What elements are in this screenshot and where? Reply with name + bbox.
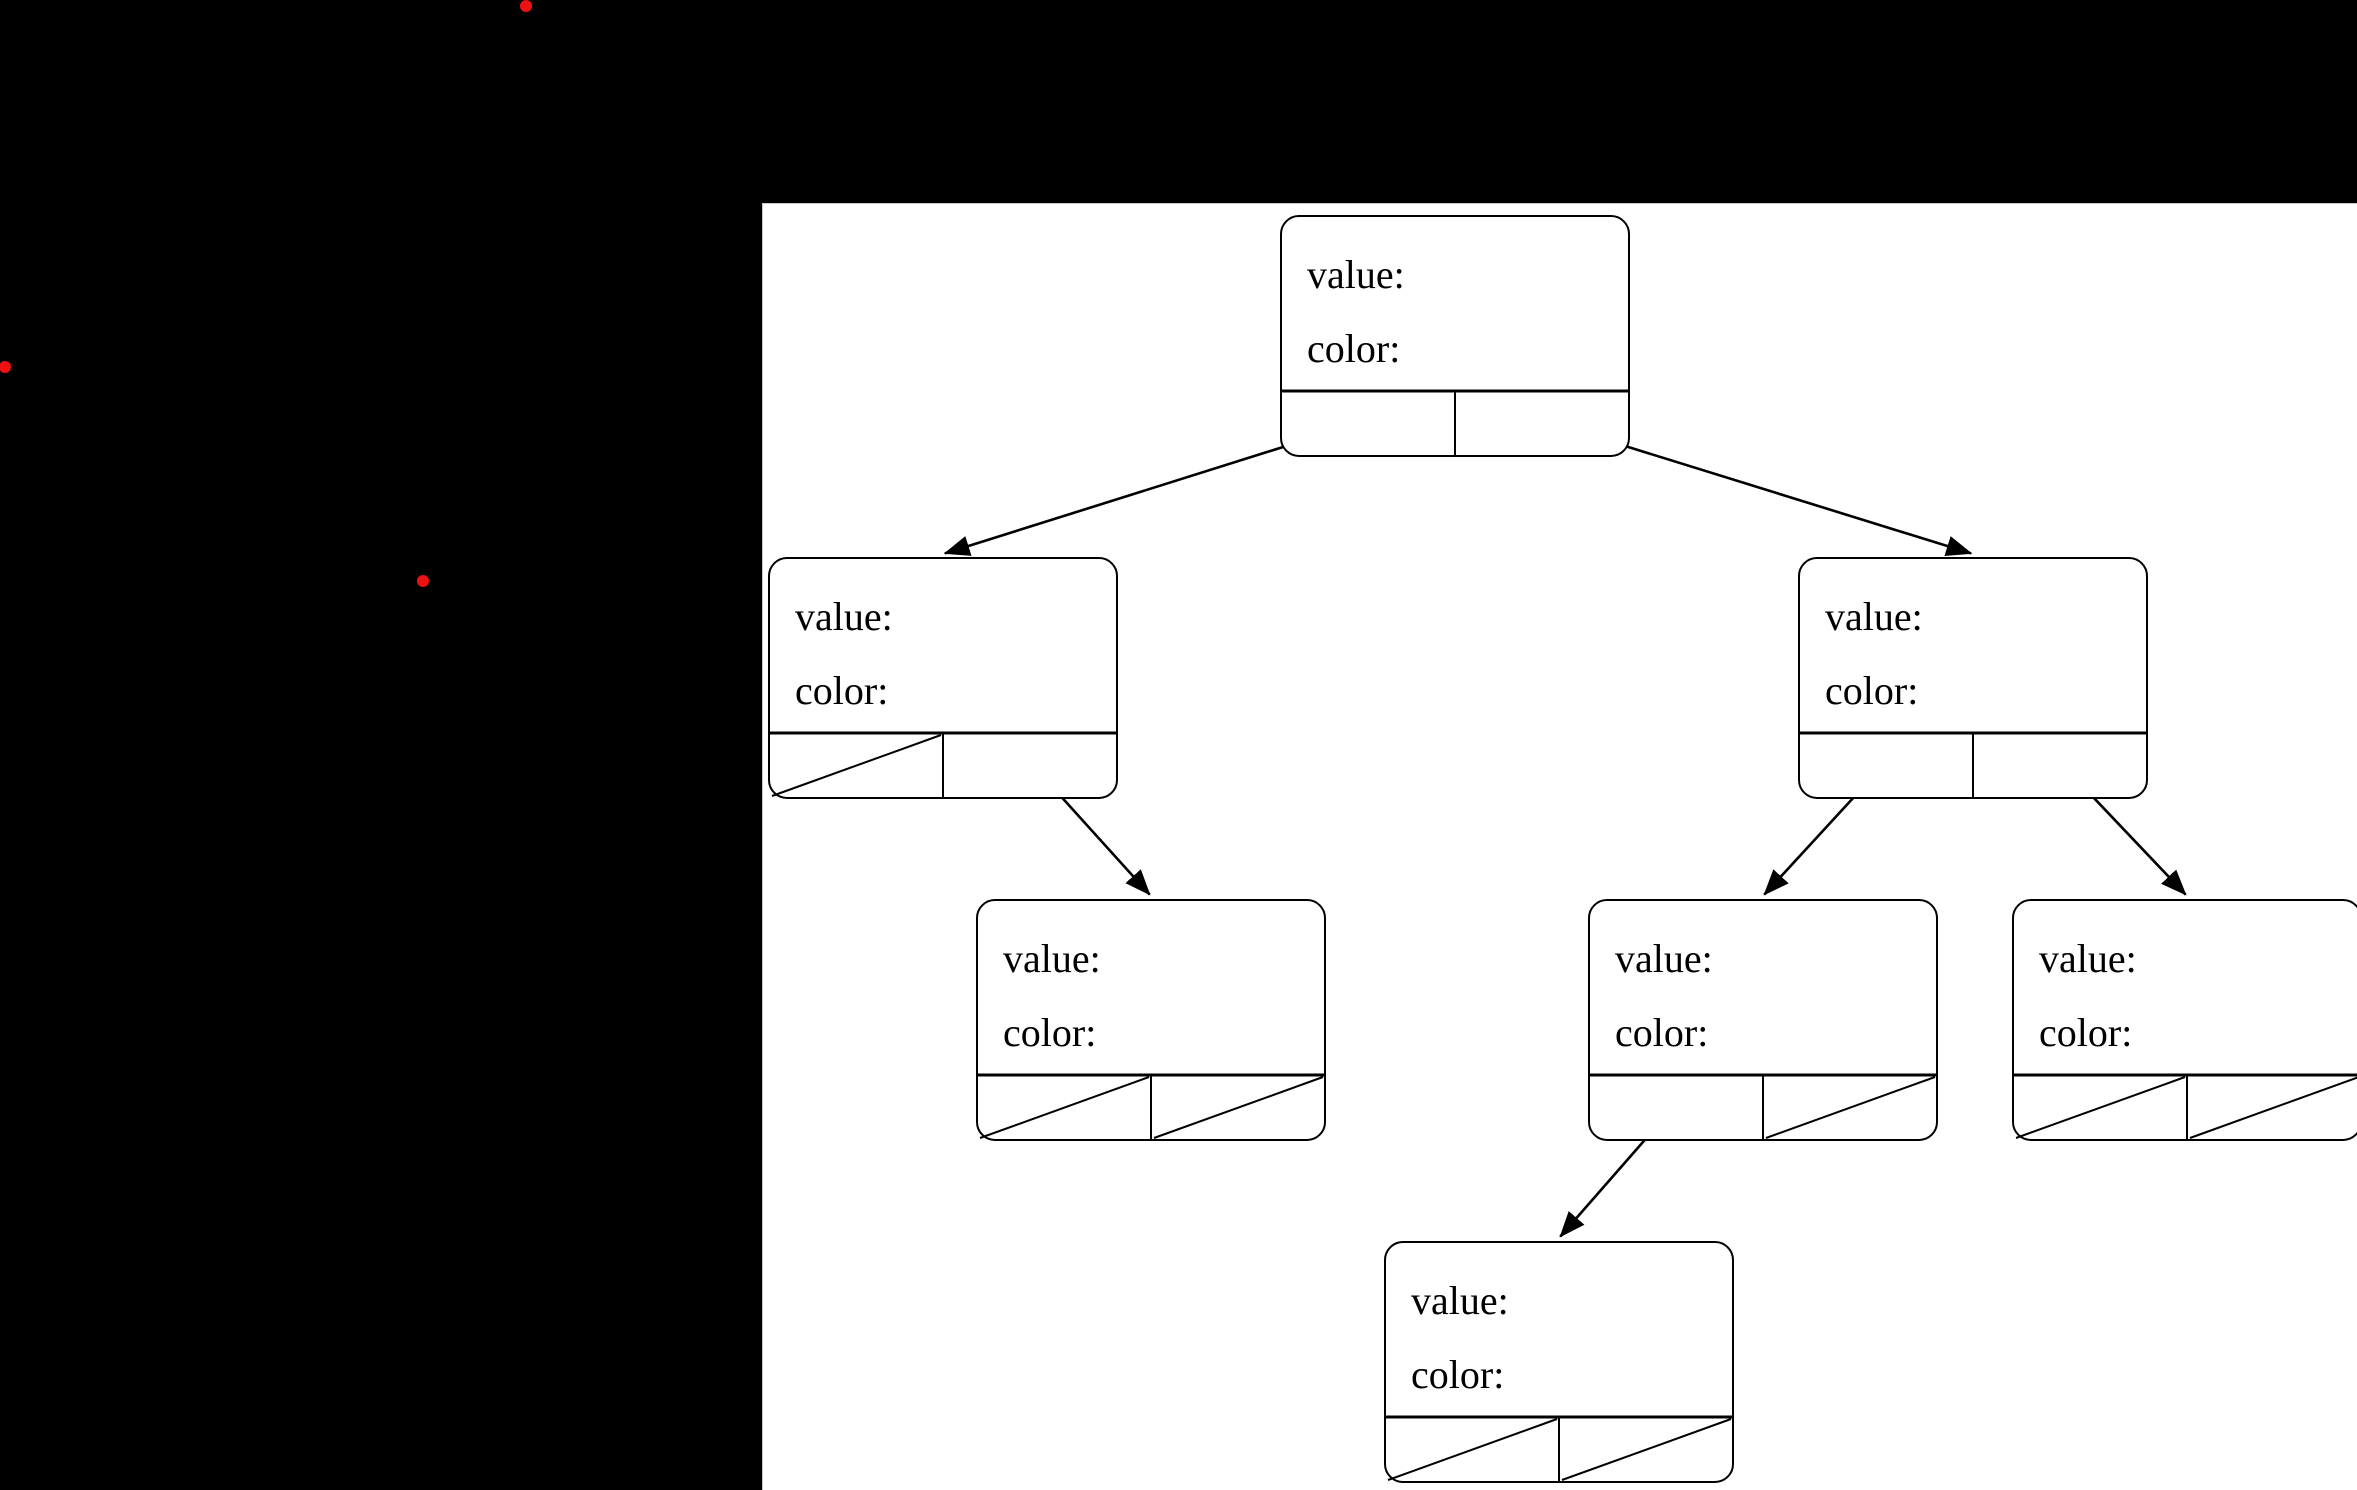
node-value-label: value: — [795, 594, 893, 639]
null-pointer-slash-left — [771, 734, 942, 797]
tree-node-right-right[interactable]: value: color: — [2012, 899, 2357, 1141]
tree-node-left-right[interactable]: value: color: — [976, 899, 1326, 1141]
node-color-label: color: — [2039, 1010, 2132, 1055]
null-pointer-slash-left — [2015, 1076, 2186, 1139]
tree-node-right[interactable]: value: color: — [1798, 557, 2148, 799]
tree-node-left[interactable]: value: color: — [768, 557, 1118, 799]
node-layer: value:color:value:color:value:color:valu… — [768, 215, 2357, 1483]
node-color-label: color: — [1307, 326, 1400, 371]
node-value-label: value: — [2039, 936, 2137, 981]
node-value-label: value: — [1003, 936, 1101, 981]
node-color-label: color: — [1825, 668, 1918, 713]
null-pointer-slash-right — [2189, 1076, 2357, 1139]
binary-tree-diagram[interactable]: value:color:value:color:value:color:valu… — [763, 204, 2357, 1490]
diagram-panel[interactable]: value:color:value:color:value:color:valu… — [762, 203, 2357, 1490]
null-pointer-slash-right — [1765, 1076, 1936, 1139]
null-pointer-slash-left — [979, 1076, 1150, 1139]
marker-dot-top — [520, 0, 532, 12]
tree-node-right-left[interactable]: value: color: — [1588, 899, 1938, 1141]
tree-node-root[interactable]: value: color: — [1280, 215, 1630, 457]
node-color-label: color: — [795, 668, 888, 713]
node-value-label: value: — [1615, 936, 1713, 981]
null-pointer-slash-right — [1561, 1418, 1732, 1481]
null-pointer-slash-left — [1387, 1418, 1558, 1481]
node-value-label: value: — [1307, 252, 1405, 297]
marker-dot-left — [0, 361, 11, 373]
node-color-label: color: — [1003, 1010, 1096, 1055]
null-pointer-slash-right — [1153, 1076, 1324, 1139]
node-color-label: color: — [1615, 1010, 1708, 1055]
node-color-label: color: — [1411, 1352, 1504, 1397]
node-value-label: value: — [1825, 594, 1923, 639]
tree-node-right-left-left[interactable]: value: color: — [1384, 1241, 1734, 1483]
marker-dot-mid — [417, 575, 429, 587]
node-value-label: value: — [1411, 1278, 1509, 1323]
